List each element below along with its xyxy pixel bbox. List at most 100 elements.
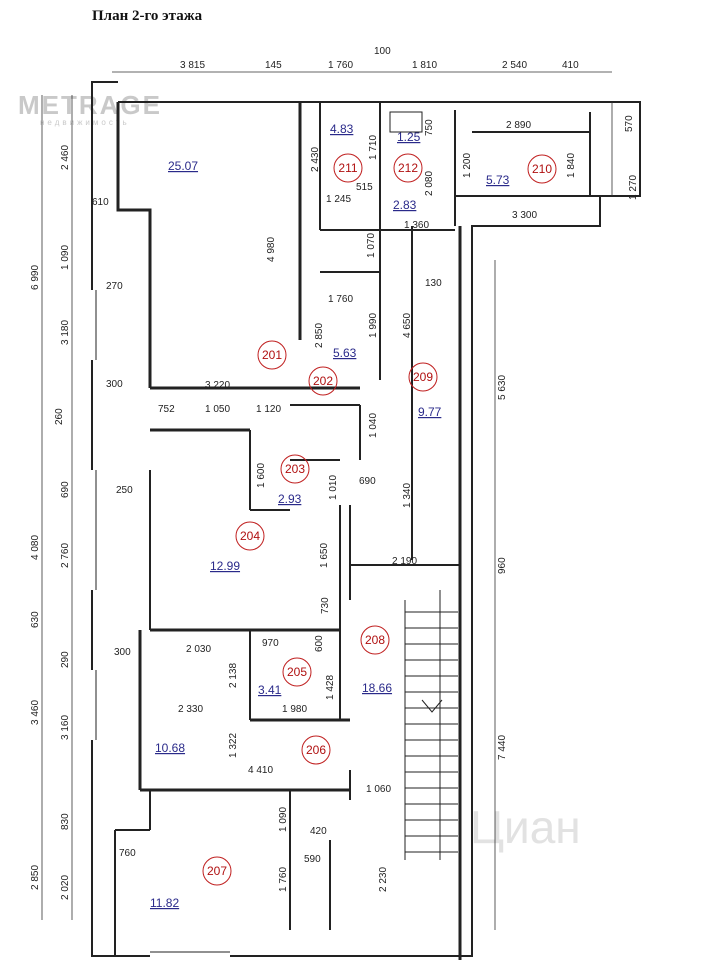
dim-left-6: 300 [106,379,123,390]
dim-right-2: 5 630 [497,375,508,400]
dim-left-19: 2 020 [60,875,71,900]
dim-left-4: 270 [106,281,123,292]
dim-inner-4: 2 890 [506,120,531,131]
dim-left-9: 690 [60,481,71,498]
dim-inner-3: 750 [424,119,435,136]
dim-top-4: 1 810 [412,60,437,71]
room-number-212: 212 [398,161,418,175]
dim-left-2: 1 090 [60,245,71,270]
dim-top-1: 145 [265,60,282,71]
dim-right-4: 7 440 [497,735,508,760]
dim-top-2: 1 760 [328,60,353,71]
room-area-210: 5.73 [486,173,510,187]
dim-inner-44: 1 760 [278,867,289,892]
dim-inner-40: 1 060 [366,784,391,795]
room-area-208: 18.66 [362,681,392,695]
dim-inner-38: 1 322 [228,733,239,758]
dim-top-6: 410 [562,60,579,71]
dim-inner-1: 1 710 [368,135,379,160]
dim-inner-11: 3 300 [512,210,537,221]
dim-left-15: 3 460 [30,700,41,725]
dim-inner-2: 2 430 [310,147,321,172]
room-number-204: 204 [240,529,260,543]
dim-inner-15: 1 760 [328,294,353,305]
dim-inner-30: 730 [320,597,331,614]
corridor-area-b: 2.83 [393,198,417,212]
dim-top-0: 3 815 [180,60,205,71]
dim-inner-29: 2 190 [392,556,417,567]
room-area-201: 25.07 [168,159,198,173]
dim-left-12: 630 [30,611,41,628]
dim-inner-8: 515 [356,182,373,193]
dim-inner-27: 1 340 [402,483,413,508]
room-number-210: 210 [532,162,552,176]
dim-inner-6: 1 200 [462,153,473,178]
dim-inner-20: 752 [158,404,175,415]
dim-left-17: 830 [60,813,71,830]
room-area-209: 9.77 [418,405,442,419]
room-markers [202,153,557,886]
corridor-area-a: 5.63 [333,346,357,360]
dim-inner-31: 600 [314,635,325,652]
room-area-205: 3.41 [258,683,282,697]
dim-inner-37: 1 980 [282,704,307,715]
dim-right-1: 1 270 [628,175,639,200]
dim-inner-45: 2 230 [378,867,389,892]
dim-left-8: 4 080 [30,535,41,560]
dim-inner-43: 590 [304,854,321,865]
dim-inner-28: 1 650 [319,543,330,568]
dim-top-3: 100 [374,46,391,57]
dim-right-0: 570 [624,115,635,132]
dim-left-1: 6 990 [30,265,41,290]
dim-inner-41: 1 090 [278,807,289,832]
dim-inner-19: 3 220 [205,380,230,391]
dim-inner-9: 1 245 [326,194,351,205]
room-number-201: 201 [262,348,282,362]
dim-inner-32: 970 [262,638,279,649]
dim-inner-23: 1 040 [368,413,379,438]
dim-inner-22: 1 120 [256,404,281,415]
dim-left-5: 3 180 [60,320,71,345]
room-number-202: 202 [313,374,333,388]
dim-inner-14: 130 [425,278,442,289]
dim-left-16: 3 160 [60,715,71,740]
plan-title: План 2-го этажа [92,8,203,24]
room-area-203: 2.93 [278,492,302,506]
dim-inner-10: 4 980 [266,237,277,262]
plan-walls [90,81,641,960]
dim-inner-35: 1 428 [325,675,336,700]
dim-left-7: 260 [54,408,65,425]
room-area-206: 10.68 [155,741,185,755]
dim-left-0: 2 460 [60,145,71,170]
dim-inner-18: 2 850 [314,323,325,348]
room-number-205: 205 [287,665,307,679]
dim-left-13: 290 [60,651,71,668]
dim-inner-39: 4 410 [248,765,273,776]
dim-left-11: 2 760 [60,543,71,568]
dim-inner-42: 420 [310,826,327,837]
dim-inner-33: 2 030 [186,644,211,655]
dim-inner-21: 1 050 [205,404,230,415]
dim-right-3: 960 [497,557,508,574]
dim-inner-13: 1 070 [366,233,377,258]
dim-inner-34: 2 138 [228,663,239,688]
dim-left-18: 2 850 [30,865,41,890]
room-area-212: 1.25 [397,130,421,144]
dimension-lines [41,71,613,930]
staircase [404,590,458,860]
room-area-207: 11.82 [150,896,179,910]
dim-left-20: 760 [119,848,136,859]
dim-left-10: 250 [116,485,133,496]
dim-inner-25: 1 010 [328,475,339,500]
room-number-209: 209 [413,370,433,384]
dim-top-5: 2 540 [502,60,527,71]
dim-inner-16: 1 990 [368,313,379,338]
room-number-207: 207 [207,864,227,878]
logo-sub-text: недвижимость [40,118,130,127]
room-number-206: 206 [306,743,326,757]
dim-inner-17: 4 650 [402,313,413,338]
room-number-203: 203 [285,462,305,476]
room-area-211: 4.83 [330,122,354,136]
dim-inner-36: 2 330 [178,704,203,715]
